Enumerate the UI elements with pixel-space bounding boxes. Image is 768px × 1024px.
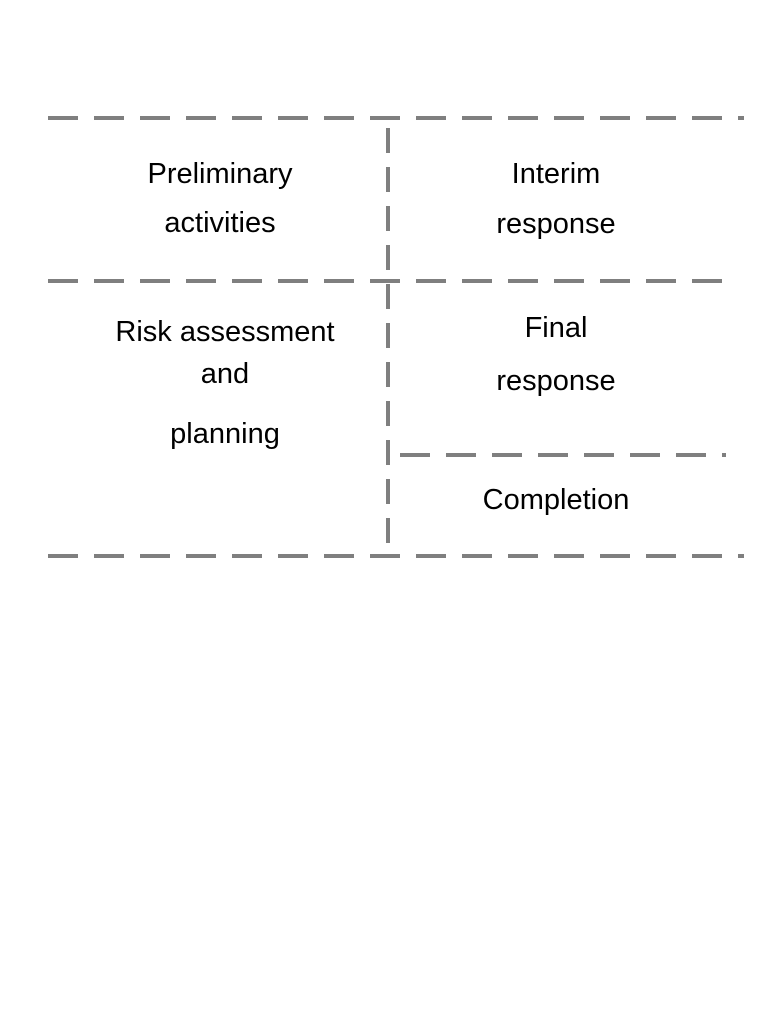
cell-label-line: planning — [170, 418, 280, 450]
cell-label-line: response — [496, 207, 616, 240]
cell-final-response: Final response — [396, 292, 716, 442]
cell-completion: Completion — [396, 470, 716, 530]
cell-label-line: Completion — [482, 483, 630, 516]
cell-risk-assessment-and-planning: Risk assessment and planning — [60, 292, 390, 472]
cell-label-line: activities — [164, 207, 276, 239]
cell-label-line: Preliminary — [147, 158, 293, 190]
cell-label-line: Interim — [511, 157, 601, 190]
grid-line-completion-divider — [400, 453, 726, 457]
cell-interim-response: Interim response — [396, 124, 716, 274]
grid-line-bottom — [48, 554, 744, 558]
cell-label-line: and — [200, 358, 250, 390]
grid-line-top — [48, 116, 744, 120]
cell-preliminary-activities: Preliminary activities — [60, 124, 380, 274]
slide-footer: KPMG Internal use only © 2021 Copyright … — [0, 916, 768, 972]
grid-line-vertical-divider — [386, 128, 390, 550]
cell-label-line: Risk assessment — [115, 316, 335, 348]
cell-label-line: response — [496, 365, 616, 397]
cell-label-line: Final — [524, 312, 588, 344]
